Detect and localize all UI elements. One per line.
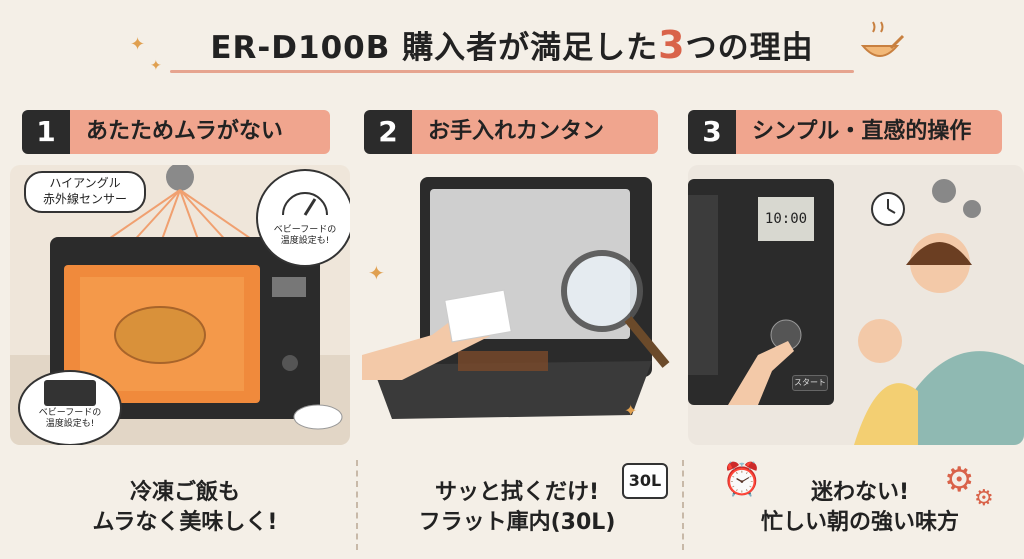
- divider: [682, 460, 684, 550]
- section-1-number: 1: [22, 110, 70, 154]
- sparkle-icon: ✦: [624, 401, 638, 420]
- temperature-dial-icon: [282, 192, 328, 216]
- clock-display: 10:00: [764, 211, 808, 227]
- section-2-illustration: ✦ ✦: [362, 165, 672, 445]
- page-title: ER-D100B 購入者が満足した3つの理由: [210, 23, 814, 67]
- capacity-badge: 30L: [622, 463, 668, 499]
- divider: [356, 460, 358, 550]
- sparkle-icon: ✦: [130, 34, 146, 55]
- section-2-caption: サッと拭くだけ!フラット庫内(30L): [418, 480, 616, 535]
- alarm-clock-icon: ⏰: [722, 460, 762, 498]
- section-3-illustration: 10:00 スタート: [688, 165, 1024, 445]
- section-3-label: シンプル・直感的操作: [736, 110, 1002, 154]
- title-underline: [170, 70, 854, 73]
- start-button[interactable]: スタート: [792, 375, 828, 391]
- section-1-label: あたためムラがない: [70, 110, 330, 154]
- section-3-caption: 迷わない!忙しい朝の強い味方: [760, 480, 959, 535]
- sparkle-icon: ✦: [368, 261, 385, 285]
- temperature-bubble: ベビーフードの 温度設定も!: [256, 169, 350, 267]
- sparkle-icon: ✦: [150, 58, 162, 74]
- rice-bowl-icon: [860, 21, 905, 57]
- section-1-illustration: ハイアングル赤外線センサー ベビーフードの 温度設定も! ベビーフードの 温度設…: [10, 165, 350, 445]
- section-3-number: 3: [688, 110, 736, 154]
- section-1-caption: 冷凍ご飯もムラなく美味しく!: [92, 480, 278, 535]
- sensor-bubble: ハイアングル赤外線センサー: [24, 171, 146, 213]
- section-2-number: 2: [364, 110, 412, 154]
- gear-icon: ⚙: [974, 486, 994, 511]
- section-2-label: お手入れカンタン: [412, 110, 658, 154]
- small-oven-bubble: ベビーフードの 温度設定も!: [18, 370, 122, 445]
- gear-icon: ⚙: [944, 460, 975, 500]
